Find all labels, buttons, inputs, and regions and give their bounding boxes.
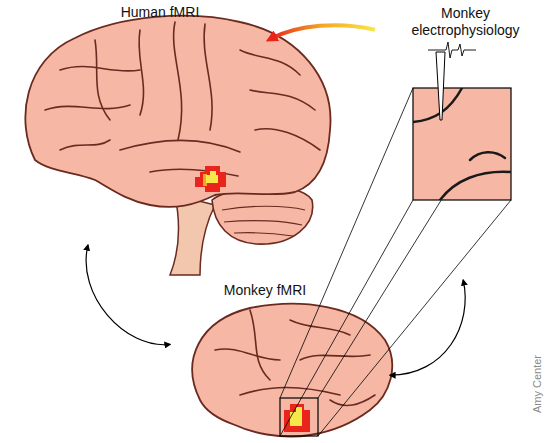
- zoom-lines: [280, 88, 511, 436]
- cerebellum: [212, 187, 313, 244]
- brain-panel: Human fMRI: [15, 0, 270, 245]
- electrode: [428, 42, 476, 120]
- recording-panel: Monkey electrophysiology: [375, 5, 555, 280]
- human-brain: [25, 16, 330, 275]
- flow-arrow: [270, 25, 375, 39]
- panel-title: Human fMRI: [15, 4, 305, 21]
- monkey-activation: [280, 398, 318, 436]
- panel-title: Monkey fMRI: [170, 282, 360, 299]
- sulci: [45, 22, 320, 176]
- cerebellum-folds: [222, 206, 305, 236]
- link-arrow: [86, 245, 170, 345]
- panel-title: Monkey electrophysiology: [403, 5, 528, 39]
- activation-blob: [195, 166, 226, 192]
- cortex-inset: [413, 88, 511, 200]
- link-arrow: [390, 280, 465, 375]
- brain-panel: Monkey fMRI: [170, 278, 390, 440]
- watermark: Amy Center: [531, 355, 543, 413]
- monkey-sulci: [215, 310, 375, 405]
- cerebrum: [25, 16, 330, 207]
